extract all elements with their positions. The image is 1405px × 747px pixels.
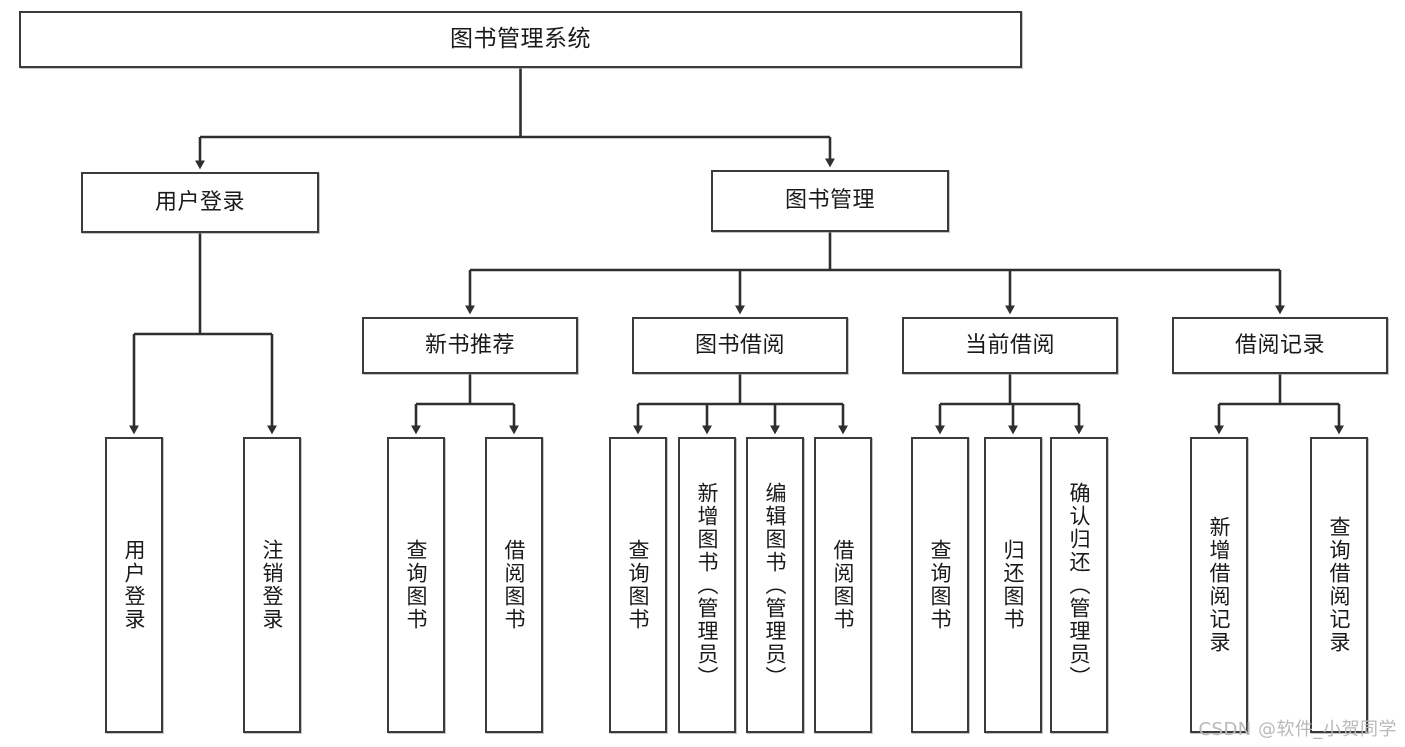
node-label: 借阅图书 bbox=[831, 539, 856, 631]
node-book-manage[interactable]: 图书管理 bbox=[711, 170, 949, 232]
node-borrow-record[interactable]: 借阅记录 bbox=[1172, 317, 1388, 374]
node-label: 归还图书 bbox=[1001, 539, 1026, 631]
node-bb-query-book[interactable]: 查询图书 bbox=[609, 437, 667, 733]
node-cb-query-book[interactable]: 查询图书 bbox=[911, 437, 969, 733]
node-label: 图书管理系统 bbox=[450, 25, 591, 52]
node-cb-return-book[interactable]: 归还图书 bbox=[984, 437, 1042, 733]
node-br-query-record[interactable]: 查询借阅记录 bbox=[1310, 437, 1368, 733]
node-current-borrow[interactable]: 当前借阅 bbox=[902, 317, 1118, 374]
node-label: 查询借阅记录 bbox=[1327, 516, 1352, 654]
node-rec-borrow-book[interactable]: 借阅图书 bbox=[485, 437, 543, 733]
node-label: 用户登录 bbox=[122, 539, 147, 631]
node-label: 编辑图书（管理员） bbox=[763, 481, 788, 689]
node-book-borrow[interactable]: 图书借阅 bbox=[632, 317, 848, 374]
node-bb-edit-book[interactable]: 编辑图书（管理员） bbox=[746, 437, 804, 733]
node-bb-borrow-book[interactable]: 借阅图书 bbox=[814, 437, 872, 733]
node-label: 查询图书 bbox=[928, 539, 953, 631]
node-br-add-record[interactable]: 新增借阅记录 bbox=[1190, 437, 1248, 733]
node-cb-confirm[interactable]: 确认归还（管理员） bbox=[1050, 437, 1108, 733]
node-rec-query-book[interactable]: 查询图书 bbox=[387, 437, 445, 733]
node-label: 查询图书 bbox=[626, 539, 651, 631]
node-label: 确认归还（管理员） bbox=[1067, 481, 1092, 689]
node-new-book-rec[interactable]: 新书推荐 bbox=[362, 317, 578, 374]
node-bb-add-book[interactable]: 新增图书（管理员） bbox=[678, 437, 736, 733]
node-label: 当前借阅 bbox=[964, 332, 1055, 358]
node-label: 注销登录 bbox=[260, 539, 285, 631]
node-label: 新书推荐 bbox=[424, 332, 515, 358]
node-label: 借阅图书 bbox=[502, 539, 527, 631]
node-label: 图书管理 bbox=[784, 188, 875, 214]
node-label: 查询图书 bbox=[404, 539, 429, 631]
node-label: 借阅记录 bbox=[1234, 332, 1325, 358]
watermark-text: CSDN @软件_小贺同学 bbox=[1198, 719, 1397, 740]
node-label: 新增图书（管理员） bbox=[695, 481, 720, 689]
node-label: 新增借阅记录 bbox=[1207, 516, 1232, 654]
node-root[interactable]: 图书管理系统 bbox=[19, 11, 1022, 68]
node-label: 图书借阅 bbox=[694, 332, 785, 358]
node-user-login[interactable]: 用户登录 bbox=[81, 172, 319, 233]
node-leaf-user-login[interactable]: 用户登录 bbox=[105, 437, 163, 733]
node-label: 用户登录 bbox=[154, 189, 245, 215]
node-leaf-logout[interactable]: 注销登录 bbox=[243, 437, 301, 733]
